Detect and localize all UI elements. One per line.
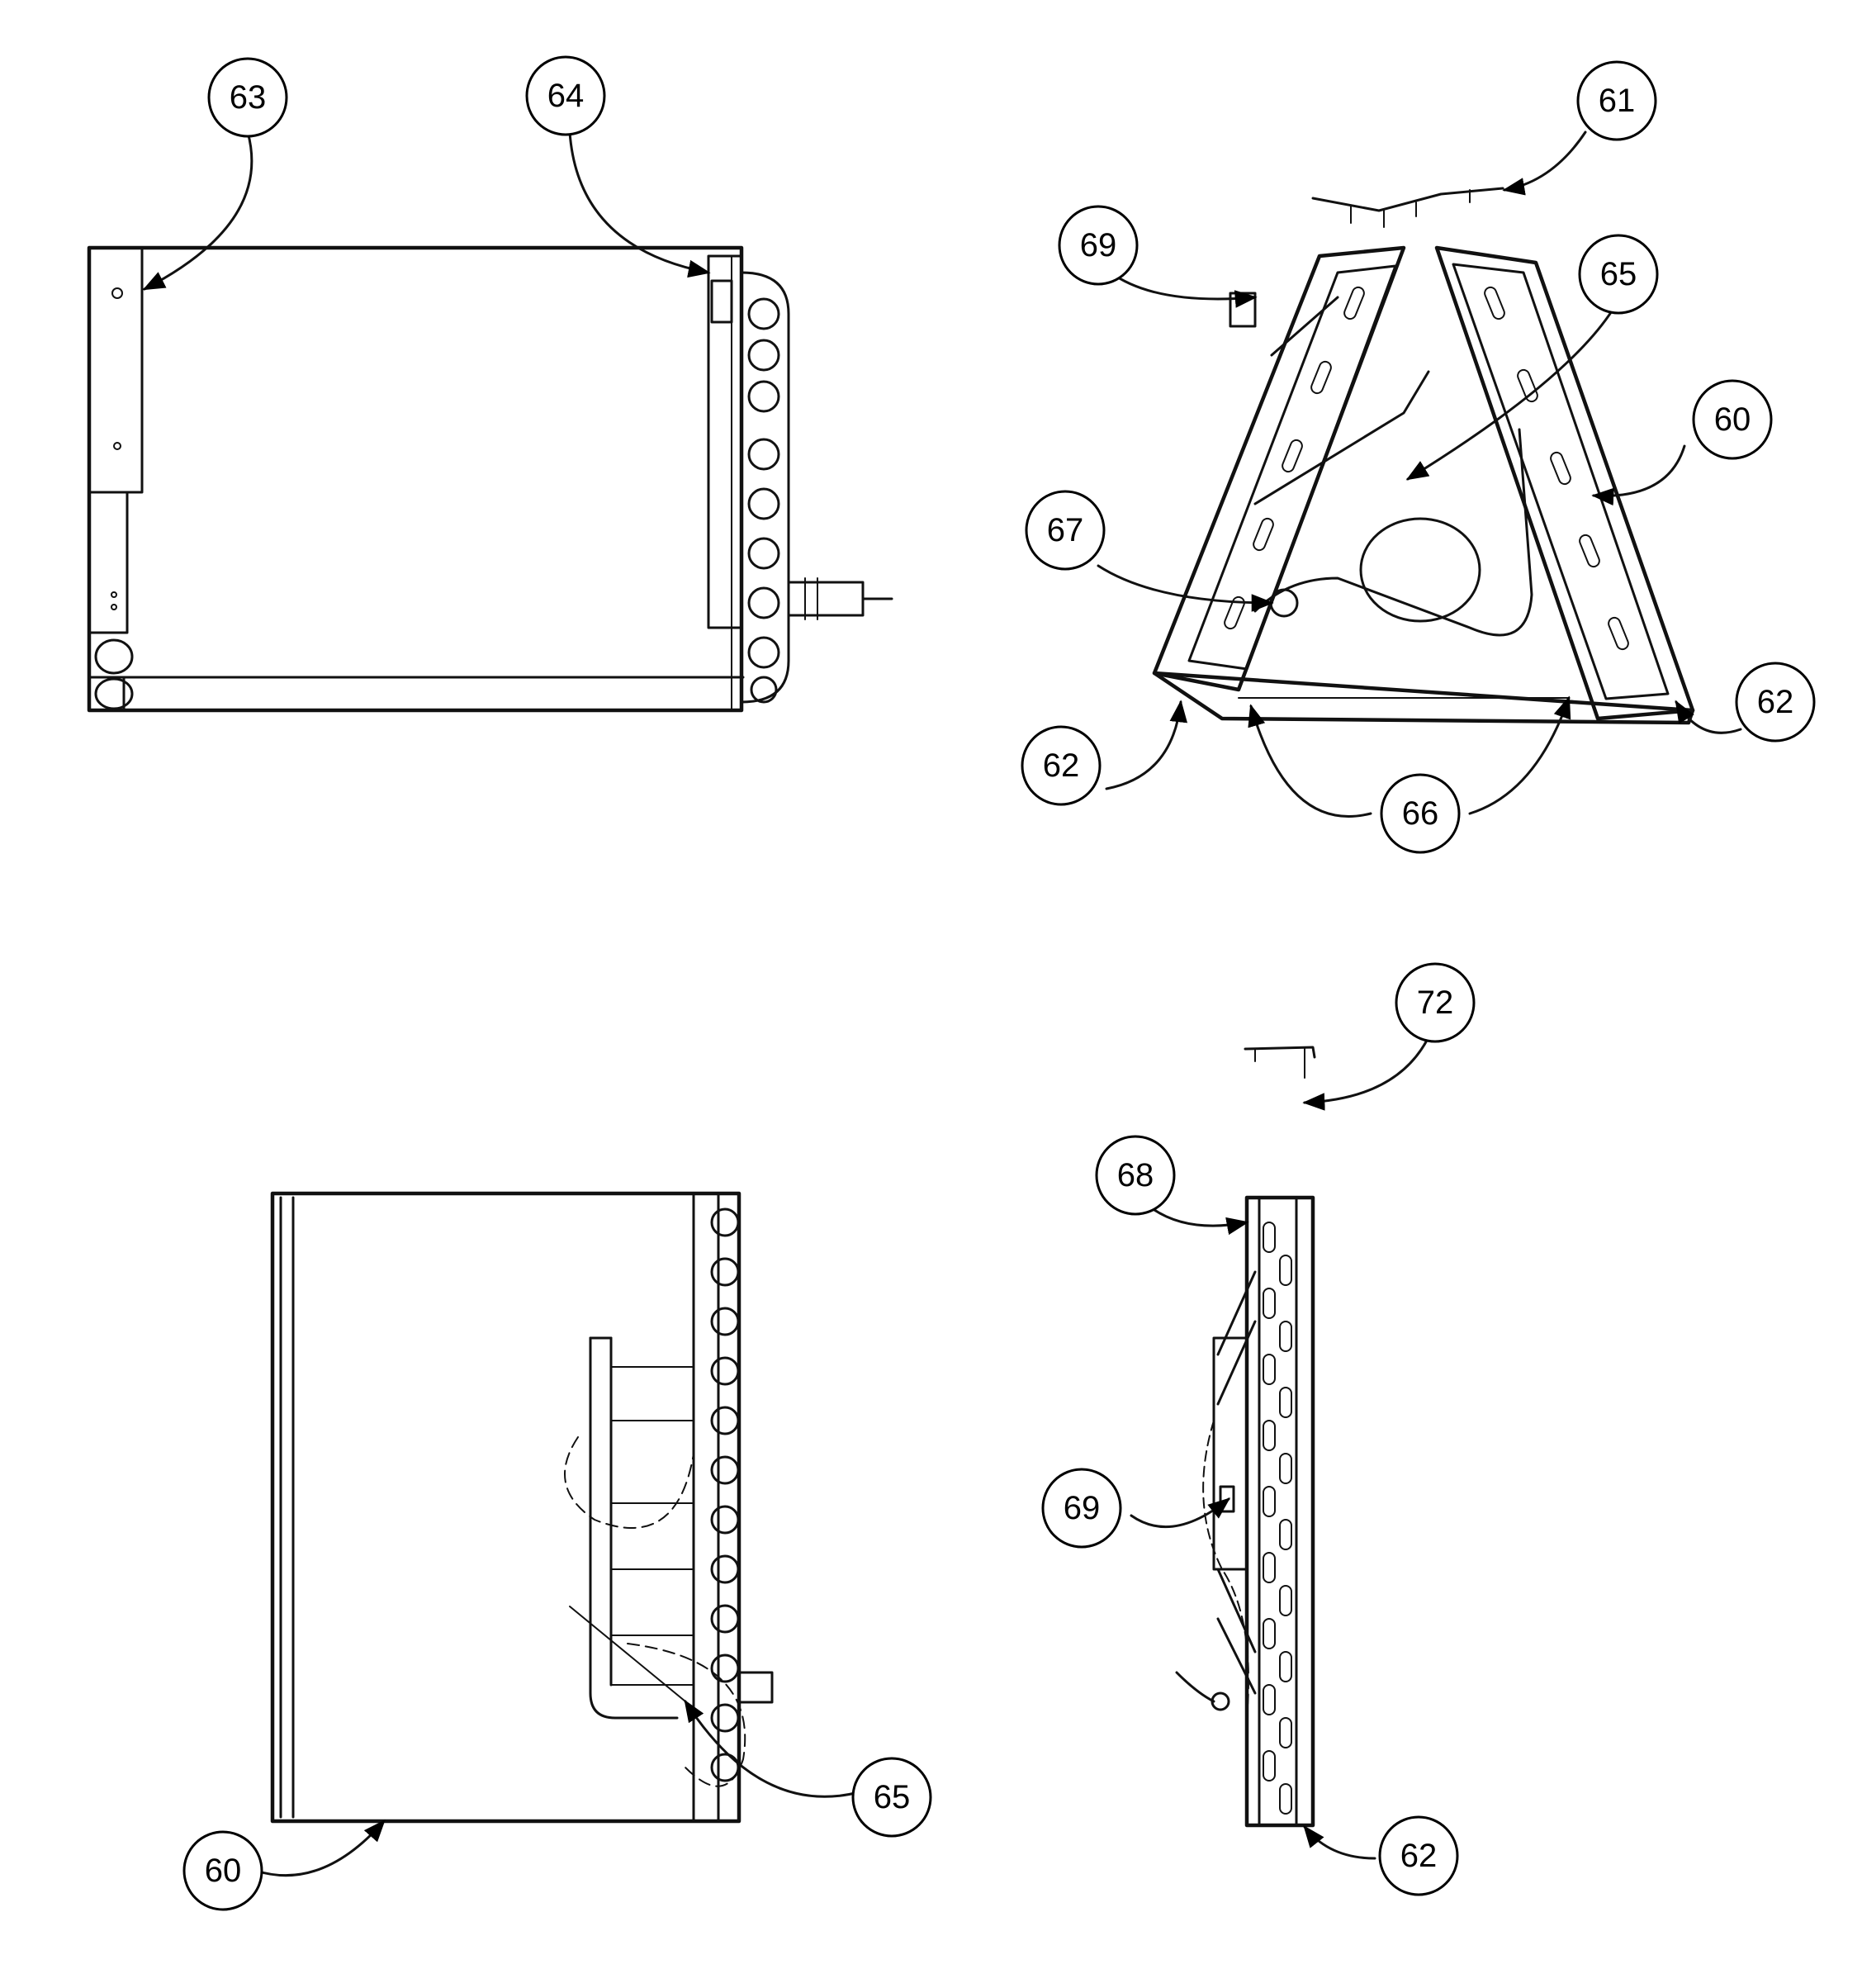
callout-62-right: 62 (1735, 662, 1816, 743)
callout-72-label: 72 (1417, 985, 1454, 1021)
callout-69-top-label: 69 (1080, 227, 1117, 263)
leader-lines (142, 130, 1742, 1877)
edge-slab-slots (1263, 1222, 1292, 1815)
callout-69-bottom-label: 69 (1064, 1490, 1101, 1526)
callout-66-label: 66 (1402, 795, 1439, 832)
callout-62-right-label: 62 (1757, 684, 1794, 720)
callout-60-top: 60 (1692, 379, 1773, 460)
callout-69-bottom: 69 (1041, 1468, 1122, 1549)
callout-62-bottom-label: 62 (1400, 1838, 1438, 1874)
coil-side-view (270, 1191, 774, 1824)
right-slab-slots (1484, 286, 1629, 651)
callout-68-label: 68 (1117, 1157, 1154, 1193)
callout-65-bottom: 65 (851, 1757, 932, 1838)
callout-61: 61 (1576, 60, 1657, 141)
callout-65-bottom-label: 65 (874, 1779, 911, 1815)
callout-65-top: 65 (1578, 234, 1659, 315)
callout-64-label: 64 (547, 78, 585, 114)
callout-60-top-label: 60 (1714, 401, 1751, 438)
callout-62-left: 62 (1021, 725, 1102, 806)
callout-69-top: 69 (1058, 205, 1139, 286)
callout-61-label: 61 (1599, 83, 1636, 119)
coil-slab-edge-view (1175, 1046, 1316, 1828)
callout-64: 64 (525, 55, 606, 136)
coil-front-view (87, 245, 893, 713)
callout-66: 66 (1380, 773, 1461, 854)
callout-60-bottom: 60 (182, 1830, 263, 1911)
callout-60-bottom-label: 60 (205, 1853, 242, 1889)
callout-65-top-label: 65 (1600, 256, 1637, 292)
left-slab-slots (1224, 286, 1365, 630)
callout-68: 68 (1095, 1135, 1176, 1216)
callout-63-label: 63 (230, 79, 267, 116)
callout-67: 67 (1025, 490, 1106, 571)
callout-62-left-label: 62 (1043, 747, 1080, 784)
callout-67-label: 67 (1047, 512, 1084, 548)
callout-62-bottom: 62 (1378, 1815, 1459, 1896)
callout-72: 72 (1395, 962, 1476, 1043)
callout-63: 63 (207, 57, 288, 138)
